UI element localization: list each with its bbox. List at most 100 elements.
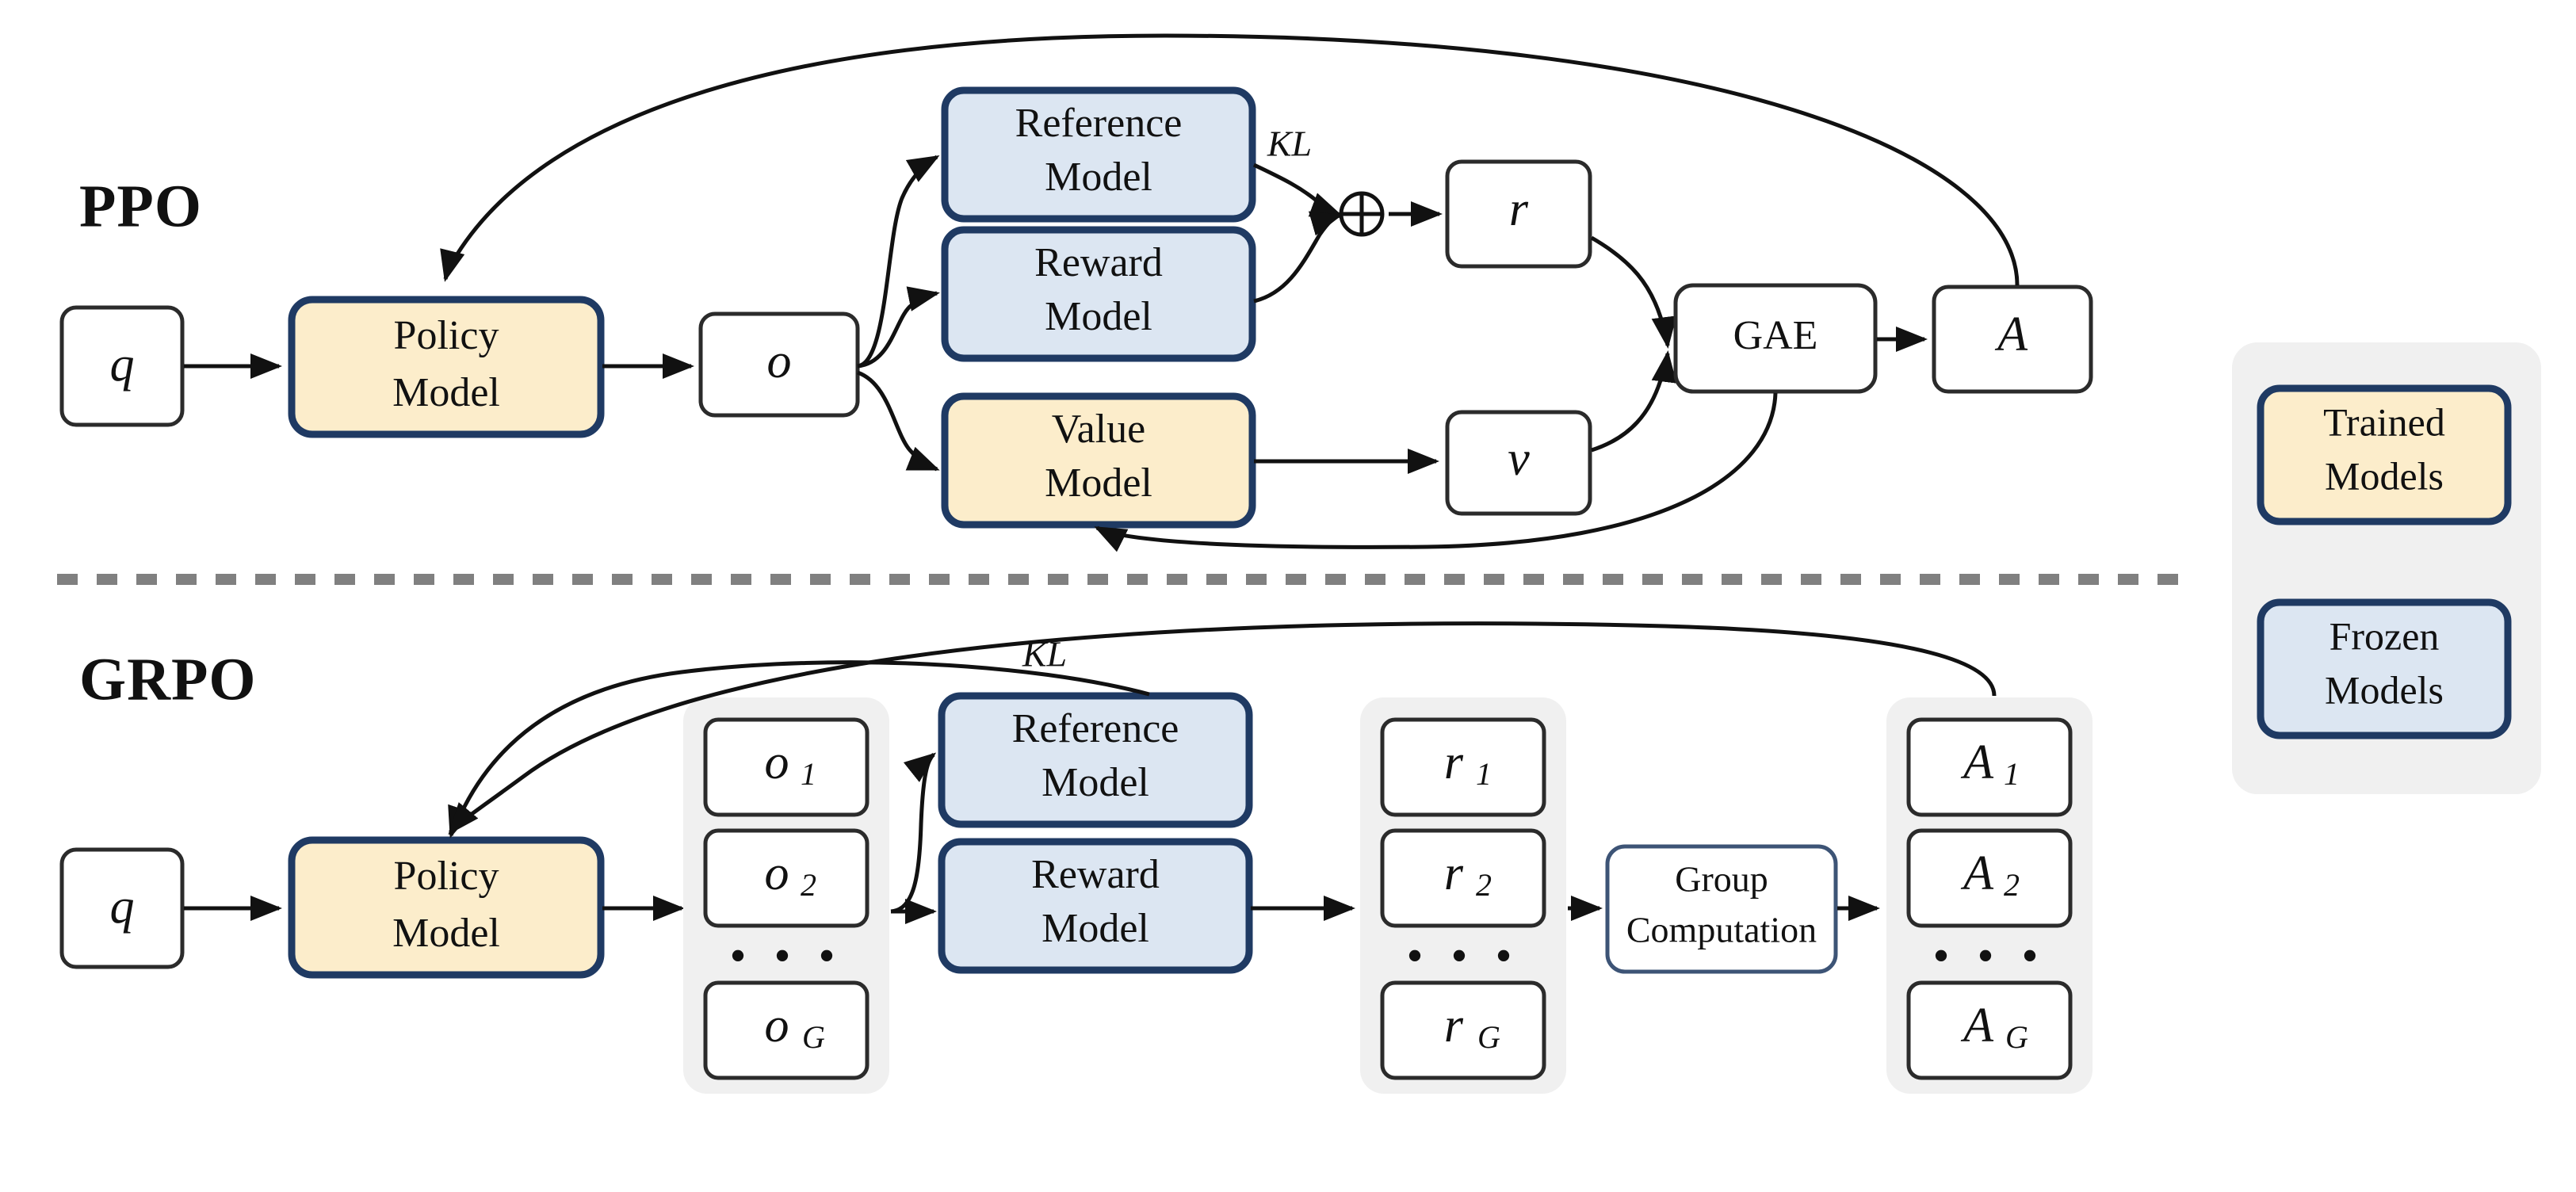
grpo-policy-model-label-line1: Policy [394,854,499,899]
grpo-A2-subscript: 2 [2004,867,2020,903]
grpo-r1-subscript: 1 [1476,756,1492,792]
ppo-reward-model-box[interactable] [941,226,1256,362]
grpo-advantages-ellipsis: • • • [1932,930,2046,982]
ppo-edge-v-to-gae [1591,350,1677,453]
grpo-section: GRPO q Policy Model o 1 o [59,621,2093,1094]
ppo-reward-model-label-line1: Reward [1034,240,1163,285]
ppo-value-model-box[interactable] [941,392,1256,529]
ppo-edge-o-to-reference [857,155,940,369]
grpo-output-item-2[interactable]: o 2 [703,828,869,928]
ppo-node-gae[interactable]: GAE [1673,283,1878,394]
grpo-o1-box[interactable] [703,717,869,817]
grpo-policy-model-box[interactable] [288,836,605,979]
grpo-A1-box[interactable] [1906,717,2073,817]
grpo-group-computation-box[interactable] [1605,844,1838,974]
grpo-edge-outputs-to-reference [890,752,937,914]
grpo-q-box[interactable] [59,847,185,969]
grpo-A1-subscript: 1 [2004,756,2020,792]
grpo-reward-item-1[interactable]: r 1 [1380,717,1546,817]
ppo-kl-edge-label: KL [1267,124,1312,164]
ppo-node-policy-model[interactable]: Policy Model [288,296,605,438]
grpo-reward-model-label-line2: Model [1041,906,1149,951]
grpo-reward-item-2[interactable]: r 2 [1380,828,1546,928]
grpo-node-group-computation[interactable]: Group Computation [1605,844,1838,974]
ppo-q-box[interactable] [59,305,185,427]
ppo-node-A[interactable]: A [1932,285,2093,394]
grpo-oG-base: o [765,999,789,1053]
ppo-node-r[interactable]: r [1445,159,1592,269]
ppo-edge-o-to-reward [857,286,940,369]
ppo-edge-reference-to-plus [1252,162,1343,217]
grpo-q-label: q [110,880,135,934]
ppo-edge-r-to-gae [1590,235,1677,349]
grpo-node-reference-model[interactable]: Reference Model [938,692,1253,828]
ppo-reference-model-box[interactable] [941,86,1256,223]
ppo-gae-box[interactable] [1673,283,1878,394]
legend-frozen-swatch [2257,598,2512,739]
grpo-o2-box[interactable] [703,828,869,928]
ppo-o-label: o [767,334,792,388]
ppo-value-model-label-line1: Value [1052,407,1145,452]
ppo-node-reference-model[interactable]: Reference Model [941,86,1256,223]
grpo-rG-box[interactable] [1380,980,1546,1080]
grpo-node-policy-model[interactable]: Policy Model [288,836,605,979]
grpo-AG-subscript: G [2005,1019,2028,1055]
grpo-o1-base: o [765,735,789,789]
ppo-node-o[interactable]: o [698,311,860,418]
grpo-advantage-item-G[interactable]: A G [1906,980,2073,1080]
legend-panel: Trained Models Frozen Models [2232,342,2541,794]
grpo-outputs-ellipsis: • • • [729,930,843,982]
ppo-edge-gae-to-value-feedback [1094,392,1778,552]
grpo-advantages-group: A 1 A 2 • • • A G [1886,697,2093,1094]
grpo-r1-base: r [1444,735,1464,789]
ppo-A-box[interactable] [1932,285,2093,394]
grpo-output-item-1[interactable]: o 1 [703,717,869,817]
ppo-reward-model-label-line2: Model [1045,294,1152,339]
ppo-r-box[interactable] [1445,159,1592,269]
legend-trained-swatch [2257,384,2512,525]
grpo-r2-subscript: 2 [1476,867,1492,903]
ppo-policy-model-box[interactable] [288,296,605,438]
grpo-oG-box[interactable] [703,980,869,1080]
grpo-r2-box[interactable] [1380,828,1546,928]
grpo-group-computation-label-line1: Group [1675,859,1768,900]
grpo-o2-base: o [765,846,789,900]
grpo-A2-box[interactable] [1906,828,2073,928]
legend-frozen-label-line2: Models [2325,667,2444,712]
grpo-reference-model-label-line1: Reference [1012,706,1179,751]
ppo-policy-model-label-line1: Policy [394,313,499,358]
ppo-v-box[interactable] [1445,410,1592,516]
ppo-v-label: v [1508,432,1530,486]
ppo-reference-model-label-line1: Reference [1015,101,1183,146]
ppo-node-v[interactable]: v [1445,410,1592,516]
grpo-o1-subscript: 1 [801,756,816,792]
grpo-A2-base: A [1960,846,1994,900]
ppo-node-reward-model[interactable]: Reward Model [941,226,1256,362]
grpo-A1-base: A [1960,735,1994,789]
grpo-AG-box[interactable] [1906,980,2073,1080]
ppo-edge-reward-to-plus [1253,211,1343,304]
grpo-node-q[interactable]: q [59,847,185,969]
grpo-reward-item-G[interactable]: r G [1380,980,1546,1080]
grpo-rewards-ellipsis: • • • [1406,930,1519,982]
grpo-rG-base: r [1444,999,1464,1053]
grpo-r1-box[interactable] [1380,717,1546,817]
grpo-reward-model-label-line1: Reward [1031,852,1160,897]
grpo-reference-model-box[interactable] [938,692,1253,828]
grpo-reward-model-box[interactable] [938,838,1253,974]
ppo-operator-plus [1339,191,1385,237]
ppo-q-label: q [110,338,135,392]
grpo-node-reward-model[interactable]: Reward Model [938,838,1253,974]
grpo-rewards-group: r 1 r 2 • • • r G [1360,697,1566,1094]
grpo-section-title: GRPO [79,646,257,713]
grpo-advantage-item-2[interactable]: A 2 [1906,828,2073,928]
ppo-node-value-model[interactable]: Value Model [941,392,1256,529]
ppo-node-q[interactable]: q [59,305,185,427]
ppo-value-model-label-line2: Model [1045,460,1152,506]
grpo-output-item-G[interactable]: o G [703,980,869,1080]
grpo-advantage-item-1[interactable]: A 1 [1906,717,2073,817]
ppo-section-title: PPO [79,173,202,239]
legend-trained-label-line1: Trained [2323,399,2445,444]
legend-item-trained-models: Trained Models [2257,384,2512,525]
